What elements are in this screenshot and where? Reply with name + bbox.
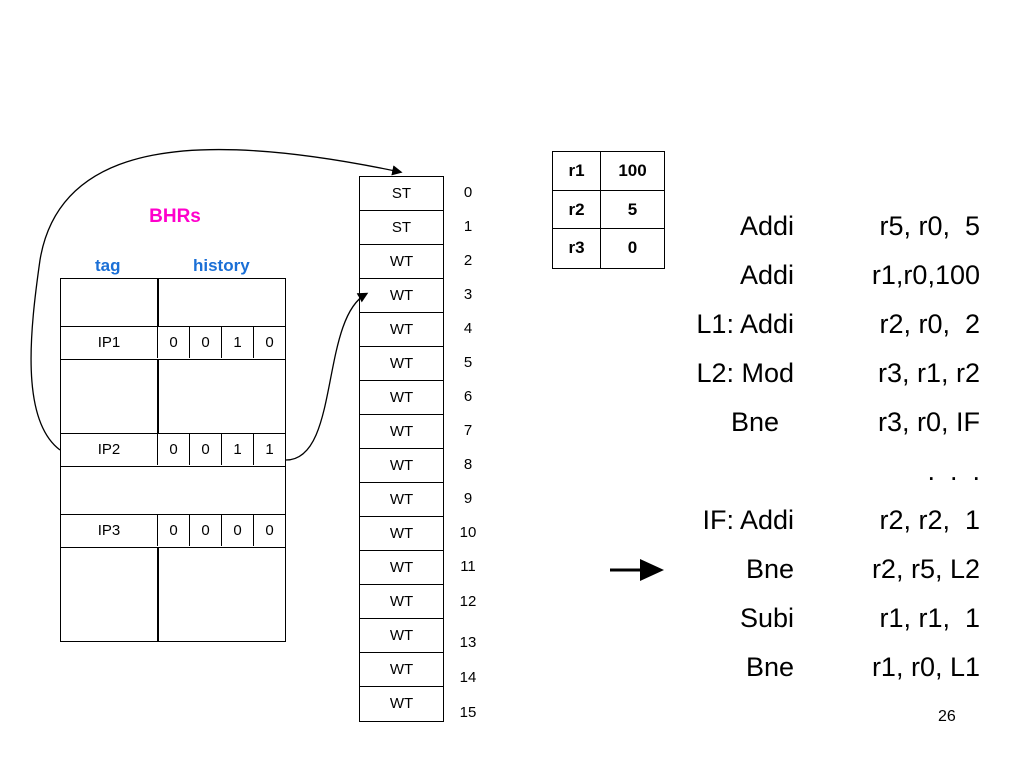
- instruction-args: r1, r1, 1: [879, 603, 980, 633]
- instruction-op: Addi: [739, 260, 794, 290]
- pht-cell: WT: [360, 245, 443, 279]
- pht-index: 12: [459, 593, 477, 610]
- register-row: r1 100: [553, 152, 664, 191]
- arrow-ip2-to-pht-0: [30, 148, 403, 451]
- pattern-history-table: ST ST WT WT WT WT WT WT WT WT WT WT WT W…: [359, 176, 444, 722]
- pht-index: 0: [463, 184, 473, 201]
- bhr-bit: 0: [189, 434, 221, 465]
- current-instruction-arrow: [610, 559, 664, 581]
- bhr-title: BHRs: [149, 206, 201, 227]
- pht-index: 3: [463, 286, 473, 303]
- pht-index: 9: [463, 490, 473, 507]
- pht-cell: WT: [360, 619, 443, 653]
- pht-cell: WT: [360, 381, 443, 415]
- register-value: 0: [627, 238, 638, 258]
- bhr-tag: IP2: [97, 441, 121, 458]
- instruction-args: r1, r0, L1: [871, 652, 980, 682]
- instruction-op: Subi: [739, 603, 794, 633]
- pht-cell: WT: [389, 695, 414, 712]
- bhr-bit: 1: [253, 434, 285, 465]
- pht-index: 13: [459, 634, 477, 651]
- tag-header: tag: [95, 256, 121, 275]
- instruction-args: . . .: [927, 456, 980, 486]
- instruction-args: r3, r0, IF: [877, 407, 980, 437]
- pht-cell: WT: [360, 653, 443, 687]
- pht-index: 15: [459, 704, 477, 721]
- page-number: 26: [938, 708, 956, 725]
- pht-cell: WT: [360, 517, 443, 551]
- bhr-row-ip2: IP2 0 0 1 1: [61, 433, 285, 467]
- register-name: r3: [553, 229, 601, 268]
- bhr-bit: 1: [221, 434, 253, 465]
- instruction-args: r1,r0,100: [871, 260, 980, 290]
- instruction-args: r2, r5, L2: [871, 554, 980, 584]
- pht-cell: WT: [360, 449, 443, 483]
- bhr-empty-row: [61, 467, 285, 515]
- history-header: history: [193, 256, 250, 275]
- pht-cell: WT: [360, 347, 443, 381]
- bhr-bit: 0: [189, 515, 221, 546]
- instruction-args: r2, r0, 2: [879, 309, 980, 339]
- pht-index: 6: [463, 388, 473, 405]
- register-row: r2 5: [553, 190, 664, 230]
- register-value: 100: [618, 161, 647, 180]
- bhr-bit: 0: [221, 515, 253, 546]
- register-row: r3 0: [553, 229, 664, 268]
- pht-cell: WT: [360, 313, 443, 347]
- bhr-row-ip3: IP3 0 0 0 0: [61, 514, 285, 548]
- bhr-bit: 1: [221, 327, 253, 358]
- pht-index: 8: [463, 456, 473, 473]
- arrow-ip2-to-pht-3: [285, 292, 369, 461]
- instruction-op: Bne: [730, 407, 794, 437]
- pht-index: 1: [463, 218, 473, 235]
- pht-cell: WT: [360, 551, 443, 585]
- pht-index: 14: [459, 669, 477, 686]
- register-name: r1: [553, 152, 601, 190]
- instruction-op: Addi: [739, 211, 794, 241]
- bhr-bit: 0: [157, 434, 189, 465]
- bhr-tag: IP3: [97, 522, 121, 539]
- bhr-bit: 0: [157, 515, 189, 546]
- pht-cell: WT: [360, 415, 443, 449]
- instruction-args: r2, r2, 1: [879, 505, 980, 535]
- instruction-op: Bne: [745, 554, 794, 584]
- pht-index: 10: [459, 524, 477, 541]
- bhr-tag: IP1: [97, 334, 121, 351]
- pht-index: 2: [463, 252, 473, 269]
- pht-cell: ST: [360, 211, 443, 245]
- pht-index: 4: [463, 320, 473, 337]
- pht-index: 5: [463, 354, 473, 371]
- pht-cell: WT: [360, 279, 443, 313]
- pht-cell: ST: [360, 177, 443, 211]
- bhr-table: IP1 0 0 1 0 IP2 0 0 1 1 IP3 0 0 0 0: [60, 278, 286, 642]
- pht-cell: WT: [360, 585, 443, 619]
- instruction-op: IF: Addi: [702, 505, 794, 535]
- instruction-args: r5, r0, 5: [879, 211, 980, 241]
- bhr-bit: 0: [157, 327, 189, 358]
- instruction-args: r3, r1, r2: [877, 358, 980, 388]
- register-table: r1 100 r2 5 r3 0: [552, 151, 665, 269]
- bhr-bit: 0: [189, 327, 221, 358]
- pht-index: 7: [463, 422, 473, 439]
- bhr-bit: 0: [253, 327, 285, 358]
- register-value: 5: [627, 199, 638, 219]
- bhr-row-ip1: IP1 0 0 1 0: [61, 326, 285, 360]
- pht-cell: WT: [360, 483, 443, 517]
- pht-index: 11: [460, 558, 476, 575]
- instruction-op: L1: Addi: [696, 309, 794, 339]
- instruction-op: L2: Mod: [696, 358, 794, 388]
- register-name: r2: [553, 190, 601, 229]
- instruction-op: Bne: [745, 652, 794, 682]
- bhr-bit: 0: [253, 515, 285, 546]
